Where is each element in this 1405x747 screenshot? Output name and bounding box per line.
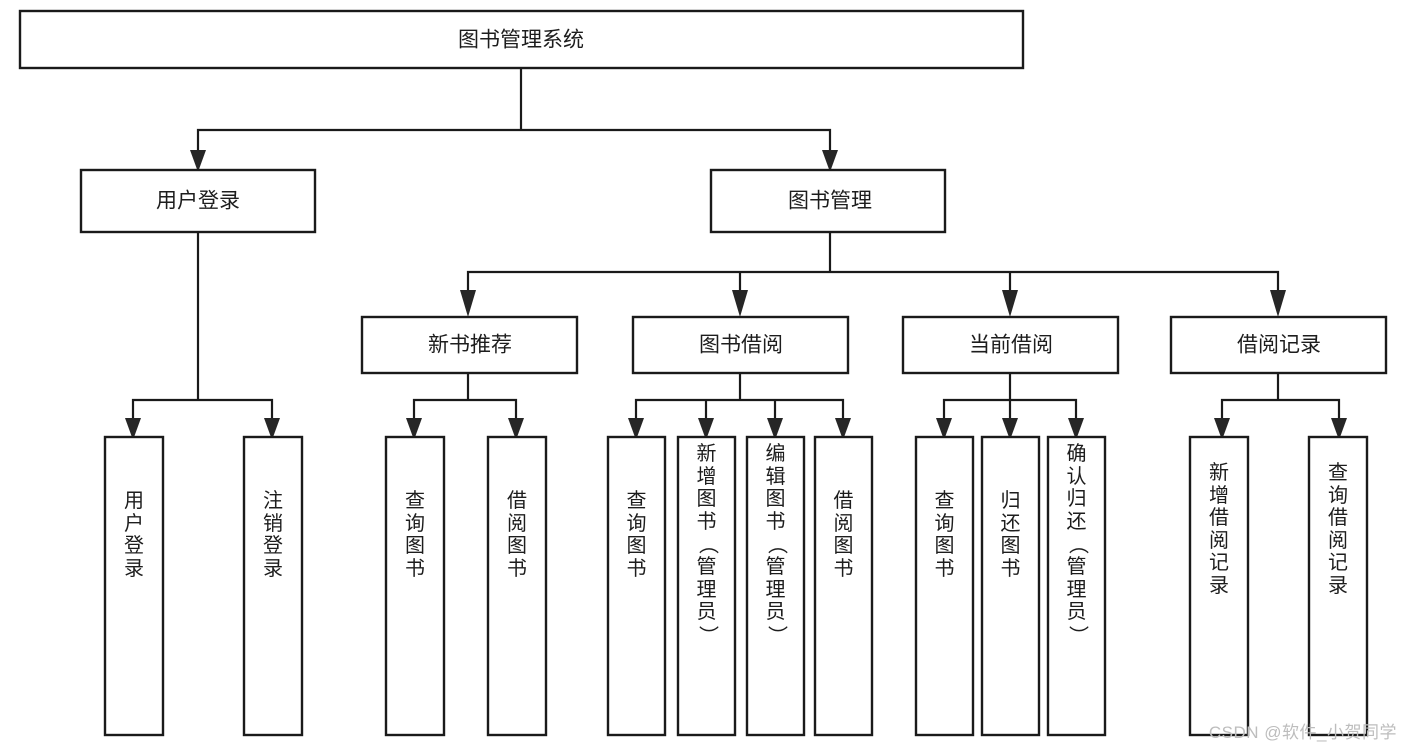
watermark-text: CSDN @软件_小贺同学 [1208,723,1397,742]
arrow-icon [698,418,714,440]
leaf-box-borrow-edit[interactable] [745,435,806,737]
leaf-box-user-login-logout[interactable] [242,435,304,737]
arrow-icon [1068,418,1084,440]
node-book-management[interactable]: 图书管理 [709,168,947,234]
nodes-layer: 图书管理系统 用户登录 图书管理 新书推荐 图书借阅 [18,9,1388,737]
arrow-icon [628,418,644,440]
connectors-layer [131,66,1341,426]
leaf-box-current-confirm[interactable] [1046,435,1107,737]
arrow-icon [1002,418,1018,440]
node-borrow-record[interactable]: 借阅记录 [1169,315,1388,375]
leaf-box-newbook-query[interactable] [384,435,446,737]
node-book-borrow[interactable]: 图书借阅 [631,315,850,375]
node-user-login-label: 用户登录 [156,190,240,213]
arrow-icon [835,418,851,440]
arrow-icon [936,418,952,440]
arrow-icon [264,418,280,440]
arrow-icon [125,418,141,440]
leaf-box-record-add[interactable] [1188,435,1250,737]
arrow-icon [1331,418,1347,440]
leaf-box-current-query[interactable] [914,435,975,737]
leaf-box-borrow-add[interactable] [676,435,737,737]
leaf-box-user-login-login[interactable] [103,435,165,737]
node-root-label: 图书管理系统 [458,29,584,52]
node-new-book-recommend-label: 新书推荐 [428,334,512,357]
node-book-borrow-label: 图书借阅 [699,334,783,357]
node-new-book-recommend[interactable]: 新书推荐 [360,315,579,375]
edge-userlogin-bus [131,230,274,426]
leaf-box-borrow-lend[interactable] [813,435,874,737]
edge-root-bus [196,66,832,158]
leaf-box-borrow-query[interactable] [606,435,667,737]
leaf-box-record-query[interactable] [1307,435,1369,737]
arrowheads-layer [125,150,1347,440]
edge-current-bus [942,371,1078,426]
arrow-icon [732,290,748,317]
edge-record-bus [1220,371,1341,426]
node-current-borrow-label: 当前借阅 [969,334,1053,357]
edge-borrow-bus [634,371,845,426]
edge-bookmgmt-bus [466,230,1280,298]
arrow-icon [508,418,524,440]
arrow-icon [1002,290,1018,317]
arrow-icon [460,290,476,317]
arrow-icon [822,150,838,172]
arrow-icon [190,150,206,172]
leaf-box-current-return[interactable] [980,435,1041,737]
node-book-management-label: 图书管理 [788,190,872,213]
arrow-icon [767,418,783,440]
arrow-icon [1214,418,1230,440]
node-user-login[interactable]: 用户登录 [79,168,317,234]
node-borrow-record-label: 借阅记录 [1237,334,1321,357]
leaf-box-newbook-borrow[interactable] [486,435,548,737]
edge-newbook-bus [412,371,518,426]
arrow-icon [406,418,422,440]
node-root[interactable]: 图书管理系统 [18,9,1025,70]
arrow-icon [1270,290,1286,317]
node-current-borrow[interactable]: 当前借阅 [901,315,1120,375]
